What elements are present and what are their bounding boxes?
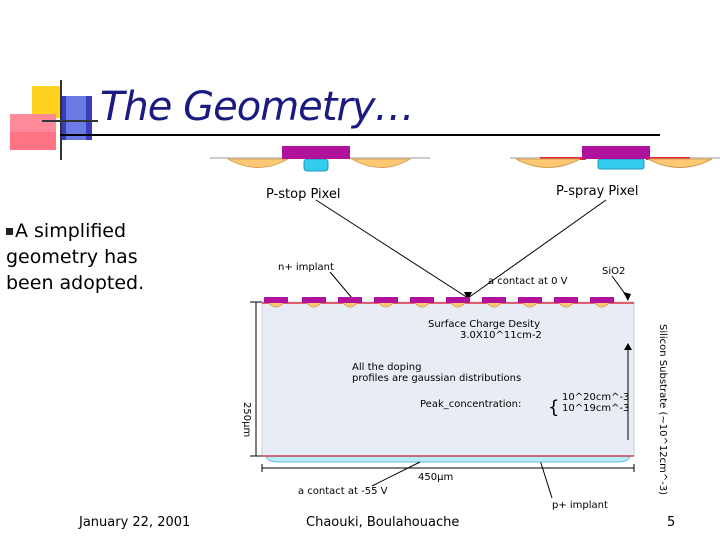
substrate-label: Silicon Substrate (~10^12cm^-3) xyxy=(657,324,668,495)
n-implant-row xyxy=(266,301,612,308)
metal-contact-row xyxy=(264,297,614,303)
silicon-bulk xyxy=(261,301,635,457)
doping-label-line2: profiles are gaussian distributions xyxy=(352,373,521,384)
pstop-pixel-cross-section xyxy=(210,146,430,172)
arrow-icon xyxy=(623,292,631,301)
slide-title: The Geometry… xyxy=(100,84,415,130)
width-label: 450μm xyxy=(418,472,453,483)
footer-date: January 22, 2001 xyxy=(79,515,191,530)
bullet-square-icon xyxy=(6,228,13,235)
contact-55v-label: a contact at -55 V xyxy=(298,486,388,497)
arrow-icon xyxy=(464,292,472,300)
p-implant-label: p+ implant xyxy=(552,500,608,511)
footer-author: Chaouki, Boulahouache xyxy=(306,515,460,530)
pspray-pixel-label: P-spray Pixel xyxy=(556,184,638,199)
sio2-label: SiO2 xyxy=(602,266,625,277)
contact-0v-label: a contact at 0 V xyxy=(488,276,568,287)
backside-implant xyxy=(262,455,634,463)
arrow-icon xyxy=(624,343,632,350)
doping-label-line1: All the doping xyxy=(352,362,421,373)
peak-concentration-label: Peak_concentration: xyxy=(420,399,521,410)
logo-squares-icon xyxy=(10,80,98,160)
thickness-dimension xyxy=(250,301,262,457)
pspray-pixel-cross-section xyxy=(510,146,720,170)
surface-charge-value: 3.0X10^11cm-2 xyxy=(460,330,542,341)
pstop-pixel-label: P-stop Pixel xyxy=(266,187,341,202)
peak-value-2: 10^19cm^-3 xyxy=(562,403,629,414)
peak-value-1: 10^20cm^-3 xyxy=(562,392,629,403)
title-divider xyxy=(60,134,660,136)
footer-page-number: 5 xyxy=(667,515,676,530)
n-implant-label: n+ implant xyxy=(278,262,334,273)
bullet-item: A simplified geometry has been adopted. xyxy=(6,218,176,296)
bullet-text: A simplified geometry has been adopted. xyxy=(6,220,145,294)
peak-bracket-icon: { xyxy=(548,397,559,418)
surface-charge-label: Surface Charge Desity xyxy=(428,319,540,330)
width-dimension xyxy=(261,461,635,487)
thickness-label: 250μm xyxy=(241,402,252,437)
